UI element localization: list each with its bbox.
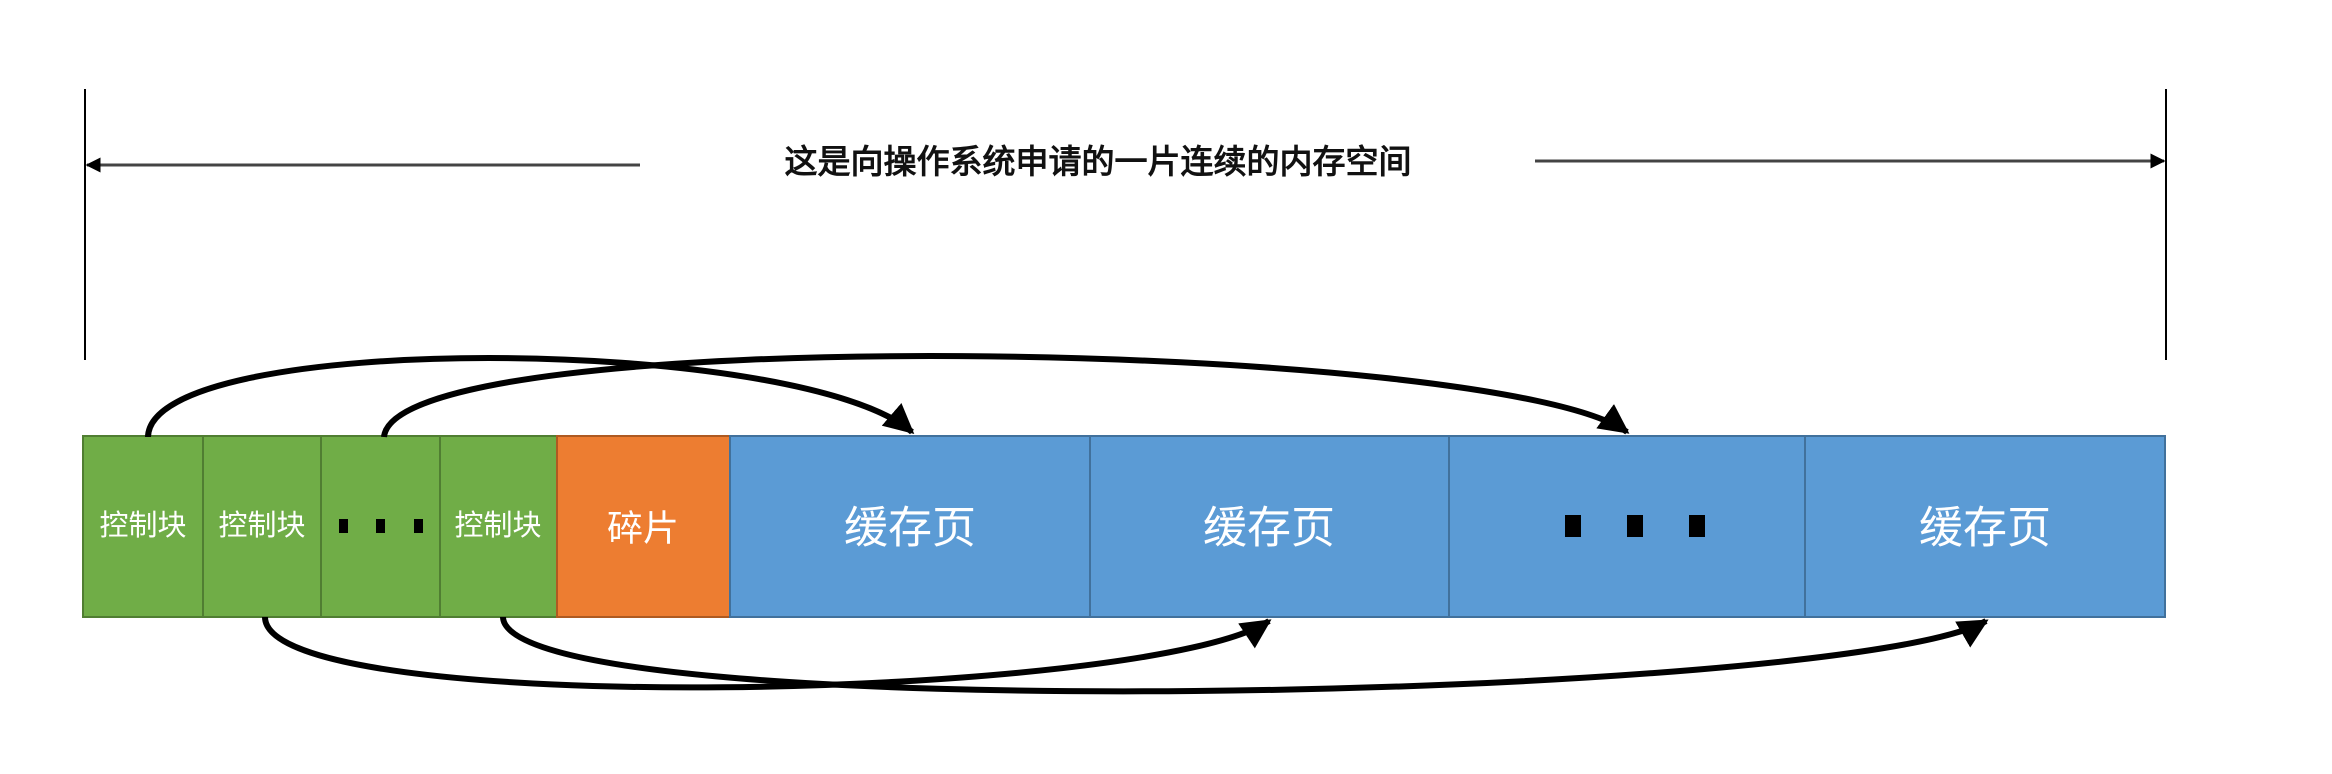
control-block-label: 控制块 bbox=[99, 509, 186, 542]
cache-page-label: 缓存页 bbox=[1203, 504, 1335, 553]
cache-page bbox=[729, 435, 1091, 618]
pointer-arrow bbox=[262, 616, 1272, 691]
fragment-label: 碎片 bbox=[607, 508, 679, 549]
span-title: 这是向操作系统申请的一片连续的内存空间 bbox=[785, 143, 1412, 181]
cache-page-label: 缓存页 bbox=[844, 504, 976, 553]
cache-page-label: 缓存页 bbox=[1919, 504, 2051, 553]
control-block-label: 控制块 bbox=[218, 509, 305, 542]
control-block bbox=[82, 435, 204, 618]
control-block bbox=[439, 435, 558, 618]
control-block-label: 控制块 bbox=[454, 509, 541, 542]
pointer-arrow bbox=[381, 353, 1630, 438]
pointer-arrow bbox=[500, 616, 1989, 695]
fragment-block bbox=[556, 435, 731, 618]
ellipsis-icon bbox=[339, 519, 423, 533]
ellipsis-icon bbox=[1565, 515, 1705, 537]
memory-bar: 控制块 控制块 控制块 碎片 缓存页 缓存页 缓存页 bbox=[82, 435, 2166, 618]
cache-page bbox=[1804, 435, 2166, 618]
cache-page bbox=[1089, 435, 1450, 618]
pointer-arrow bbox=[145, 355, 915, 438]
pointer-arrows bbox=[145, 353, 1989, 695]
